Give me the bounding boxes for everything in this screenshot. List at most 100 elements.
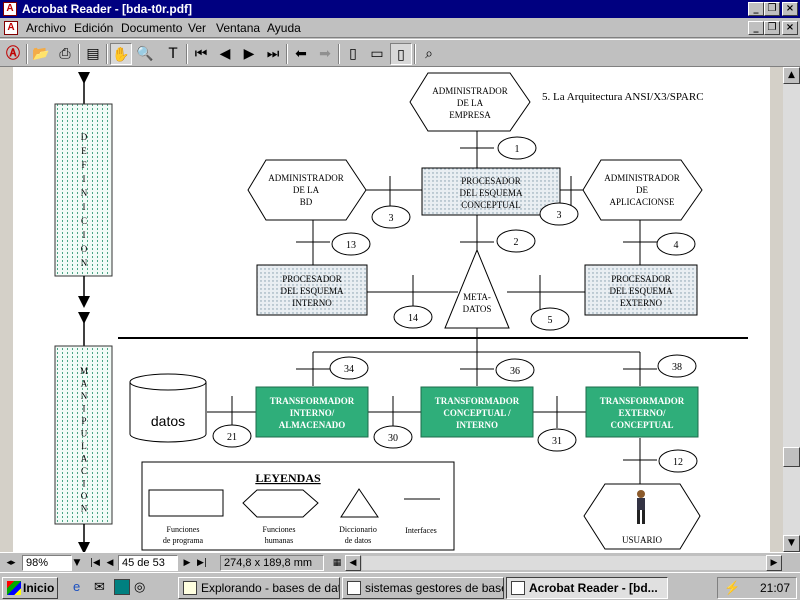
- svg-text:DEL ESQUEMA: DEL ESQUEMA: [610, 286, 673, 296]
- h-scroll-right-icon[interactable]: ▶: [766, 555, 782, 571]
- zoom-tool-icon[interactable]: 🔍: [136, 46, 154, 62]
- task-sistemas-gestores[interactable]: sistemas gestores de base...: [342, 577, 504, 599]
- print-icon[interactable]: ⎙: [59, 46, 71, 62]
- interface-markers: [212, 136, 698, 473]
- svg-text:CONCEPTUAL: CONCEPTUAL: [610, 420, 673, 430]
- acrobat-task-icon: [511, 581, 525, 595]
- interface-30: 30: [388, 433, 398, 444]
- hand-tool-icon[interactable]: ✋: [110, 43, 132, 65]
- svg-text:TRANSFORMADOR: TRANSFORMADOR: [600, 396, 685, 406]
- page-size-menu-icon[interactable]: ▦: [332, 558, 342, 568]
- doc-restore-button[interactable]: ❐: [764, 21, 780, 35]
- svg-text:INTERNO/: INTERNO/: [290, 408, 335, 418]
- menu-documento[interactable]: Documento: [121, 21, 183, 35]
- svg-text:TRANSFORMADOR: TRANSFORMADOR: [435, 396, 520, 406]
- svg-text:TRANSFORMADOR: TRANSFORMADOR: [270, 396, 355, 406]
- window-title: Acrobat Reader - [bda-t0r.pdf]: [22, 2, 193, 16]
- first-page-icon[interactable]: ⏮: [194, 46, 208, 62]
- zoom-field[interactable]: 98%: [22, 555, 72, 571]
- minimize-button[interactable]: _: [748, 2, 764, 16]
- doc-close-button[interactable]: ×: [782, 21, 798, 35]
- open-folder-icon[interactable]: 📂: [32, 46, 50, 62]
- status-prev-page-icon[interactable]: ◀: [106, 558, 114, 568]
- channels-icon[interactable]: ◎: [134, 579, 146, 594]
- status-last-page-icon[interactable]: ▶|: [197, 558, 207, 568]
- svg-text:ADMINISTRADOR: ADMINISTRADOR: [604, 173, 680, 183]
- horizontal-scrollbar[interactable]: [362, 556, 766, 570]
- menu-ayuda[interactable]: Ayuda: [267, 21, 301, 35]
- restore-button[interactable]: ❐: [764, 2, 780, 16]
- page-number-field[interactable]: 45 de 53: [118, 555, 178, 571]
- fit-width-icon[interactable]: ▯: [390, 43, 412, 65]
- close-button[interactable]: ×: [782, 2, 798, 16]
- page-layout-icon[interactable]: ◂▸: [6, 558, 16, 568]
- interface-12: 12: [673, 457, 683, 468]
- interface-34: 34: [344, 364, 354, 375]
- go-forward-icon[interactable]: ➡: [319, 46, 331, 62]
- trans-externo-node: TRANSFORMADOR EXTERNO/ CONCEPTUAL: [585, 386, 699, 438]
- svg-text:PROCESADOR: PROCESADOR: [611, 274, 671, 284]
- svg-text:INTERNO: INTERNO: [292, 298, 332, 308]
- metadatos-node: META- DATOS: [444, 248, 510, 329]
- fit-page-icon[interactable]: ▭: [370, 46, 384, 62]
- interface-1: 1: [515, 144, 520, 155]
- taskbar: Inicio e ✉ ◎ Explorando - bases de datos…: [0, 572, 800, 600]
- tray-icon[interactable]: ⚡: [724, 580, 741, 595]
- outlook-express-icon[interactable]: ✉: [94, 579, 105, 594]
- proc-externo-node: PROCESADOR DEL ESQUEMA EXTERNO: [584, 264, 698, 316]
- status-next-page-icon[interactable]: ▶: [183, 558, 191, 568]
- task-explorando[interactable]: Explorando - bases de datos: [178, 577, 340, 599]
- vertical-scrollbar[interactable]: ▲ ▼: [783, 67, 800, 552]
- status-first-page-icon[interactable]: |◀: [90, 558, 100, 568]
- interface-5: 5: [548, 315, 553, 326]
- desktop-icon[interactable]: [114, 579, 130, 595]
- doc-minimize-button[interactable]: _: [748, 21, 764, 35]
- menu-ver[interactable]: Ver: [188, 21, 207, 35]
- interface-3b: 3: [557, 210, 562, 221]
- scroll-up-icon[interactable]: ▲: [783, 67, 800, 84]
- previous-page-icon[interactable]: ◀: [219, 46, 231, 62]
- start-button[interactable]: Inicio: [2, 577, 58, 599]
- legend: LEYENDAS Funciones de programa Funciones…: [141, 461, 455, 551]
- text-select-icon[interactable]: T: [168, 46, 178, 62]
- svg-text:EXTERNO: EXTERNO: [620, 298, 662, 308]
- interface-38: 38: [672, 362, 682, 373]
- bookmarks-panel-icon[interactable]: ▤: [86, 46, 100, 62]
- user-figure-icon: [637, 490, 645, 524]
- task-acrobat[interactable]: Acrobat Reader - [bd...: [506, 577, 668, 599]
- menu-archivo[interactable]: Archivo: [26, 21, 67, 35]
- windows-logo-icon: [7, 581, 21, 595]
- acrobat-app-icon[interactable]: A: [3, 2, 17, 16]
- admin-bd-node: ADMINISTRADOR DE LA BD: [247, 159, 367, 221]
- last-page-icon[interactable]: ⏭: [266, 46, 280, 62]
- scroll-thumb[interactable]: [783, 447, 800, 467]
- zoom-dropdown-icon[interactable]: ▼: [73, 558, 81, 568]
- svg-text:DATOS: DATOS: [463, 304, 492, 314]
- svg-text:DE LA: DE LA: [293, 185, 320, 195]
- toolbar: Ⓐ 📂 ⎙ ▤ ✋ 🔍 T ⏮ ◀ ▶ ⏭ ⬅ ➡ ▯ ▭ ▯ ⌕: [0, 39, 800, 67]
- svg-text:EXTERNO/: EXTERNO/: [618, 408, 666, 418]
- menu-edicion[interactable]: Edición: [74, 21, 114, 35]
- svg-text:Funciones: Funciones: [263, 525, 296, 534]
- datos-cylinder: datos: [129, 373, 207, 443]
- status-bar: ◂▸ 98% ▼ |◀ ◀ 45 de 53 ▶ ▶| 274,8 x 189,…: [0, 552, 800, 572]
- title-bar: A Acrobat Reader - [bda-t0r.pdf] _ ❐ ×: [0, 0, 800, 18]
- document-icon[interactable]: A: [4, 21, 18, 35]
- scroll-down-icon[interactable]: ▼: [783, 535, 800, 552]
- admin-empresa-node: ADMINISTRADOR DE LA EMPRESA: [409, 72, 531, 132]
- svg-text:ADMINISTRADOR: ADMINISTRADOR: [432, 86, 508, 96]
- h-scroll-left-icon[interactable]: ◀: [345, 555, 361, 571]
- clock: 21:07: [759, 581, 790, 595]
- actual-size-icon[interactable]: ▯: [349, 46, 357, 62]
- next-page-icon[interactable]: ▶: [243, 46, 255, 62]
- find-binoculars-icon[interactable]: ⌕: [425, 46, 433, 62]
- svg-text:de datos: de datos: [345, 536, 371, 545]
- interface-36: 36: [510, 366, 520, 377]
- menu-ventana[interactable]: Ventana: [216, 21, 261, 35]
- internet-explorer-icon[interactable]: e: [73, 579, 81, 594]
- go-back-icon[interactable]: ⬅: [295, 46, 307, 62]
